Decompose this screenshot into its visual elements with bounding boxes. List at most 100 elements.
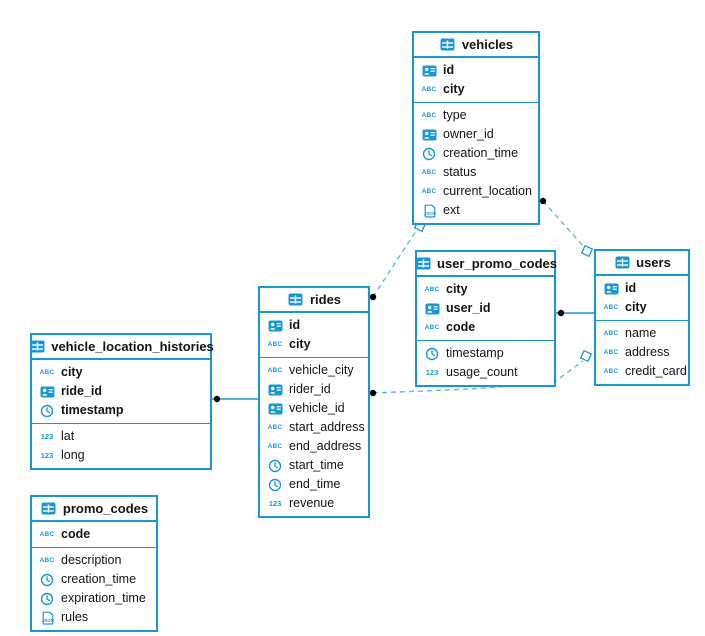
abc-icon: ABC (39, 531, 55, 538)
table-icon (414, 257, 432, 270)
id-icon (423, 303, 441, 315)
field-row-owner_id[interactable]: owner_id (414, 125, 538, 144)
field-name: usage_count (446, 365, 518, 379)
table-header[interactable]: vehicles (414, 33, 538, 58)
field-name: city (61, 365, 83, 379)
abc-icon: ABC (267, 341, 283, 348)
field-name: code (446, 320, 476, 334)
relationship-vehicles-users (539, 197, 594, 258)
field-row-creation_time[interactable]: creation_time (32, 570, 156, 589)
field-row-vehicle_id[interactable]: vehicle_id (260, 399, 368, 418)
field-row-end_time[interactable]: end_time (260, 475, 368, 494)
field-row-expiration_time[interactable]: expiration_time (32, 589, 156, 608)
cardinality-dot (369, 389, 377, 397)
clock-icon (38, 573, 56, 587)
field-name: credit_card (625, 364, 687, 378)
table-icon (287, 293, 305, 306)
abc-icon: ABC (421, 188, 437, 195)
id-icon (38, 386, 56, 398)
cardinality-dot (369, 293, 377, 301)
field-name: rules (61, 610, 89, 624)
clock-icon (423, 347, 441, 361)
field-row-timestamp[interactable]: timestamp (417, 344, 554, 363)
number-icon: 123 (40, 451, 54, 460)
cardinality-dot (213, 395, 221, 403)
field-row-rider_id[interactable]: rider_id (260, 380, 368, 399)
field-row-id[interactable]: id (596, 279, 688, 298)
field-row-timestamp[interactable]: timestamp (32, 401, 210, 420)
field-name: city (289, 337, 311, 351)
clock-icon (420, 147, 438, 161)
field-row-id[interactable]: id (260, 316, 368, 335)
field-name: end_address (289, 439, 362, 453)
cardinality-diamond (580, 244, 594, 258)
field-row-code[interactable]: ABC code (32, 525, 156, 544)
abc-icon: ABC (267, 443, 283, 450)
field-row-creation_time[interactable]: creation_time (414, 144, 538, 163)
field-row-id[interactable]: id (414, 61, 538, 80)
table-header[interactable]: users (596, 251, 688, 276)
field-row-long[interactable]: 123 long (32, 446, 210, 465)
field-name: ext (443, 203, 460, 217)
abc-icon: ABC (421, 169, 437, 176)
abc-icon: ABC (267, 424, 283, 431)
field-row-user_id[interactable]: user_id (417, 299, 554, 318)
field-name: long (61, 448, 85, 462)
field-row-start_time[interactable]: start_time (260, 456, 368, 475)
field-name: id (625, 281, 637, 295)
table-title: user_promo_codes (437, 256, 557, 271)
table-header[interactable]: rides (260, 288, 368, 313)
field-name: code (61, 527, 91, 541)
table-header[interactable]: user_promo_codes (414, 252, 557, 277)
field-name: timestamp (446, 346, 504, 360)
field-row-end_address[interactable]: ABC end_address (260, 437, 368, 456)
field-name: lat (61, 429, 75, 443)
cardinality-dot (557, 309, 565, 317)
abc-icon: ABC (267, 367, 283, 374)
field-name: expiration_time (61, 591, 146, 605)
number-icon: 123 (268, 499, 282, 508)
field-row-city[interactable]: ABC city (260, 335, 368, 354)
field-name: city (625, 300, 647, 314)
table-header[interactable]: promo_codes (32, 497, 156, 522)
field-row-ride_id[interactable]: ride_id (32, 382, 210, 401)
clock-icon (266, 459, 284, 473)
table-icon (613, 256, 631, 269)
field-name: user_id (446, 301, 491, 315)
table-header[interactable]: vehicle_location_histories (30, 335, 214, 360)
table-title: vehicles (461, 37, 514, 52)
id-icon (602, 283, 620, 295)
